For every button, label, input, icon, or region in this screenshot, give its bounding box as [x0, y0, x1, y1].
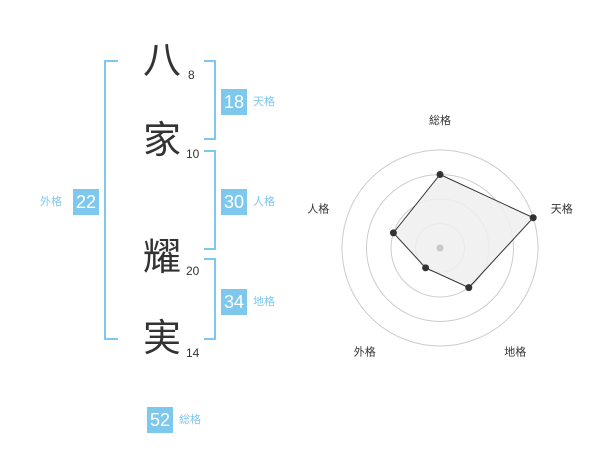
chikaku-badge: 34 — [221, 289, 247, 315]
jinkaku-badge: 30 — [221, 189, 247, 215]
radar-point — [529, 214, 537, 222]
radar-point — [389, 229, 397, 237]
radar-axis-label: 総格 — [429, 113, 451, 127]
gaikaku-label: 外格 — [40, 195, 62, 208]
radar-point — [436, 171, 444, 178]
radar-point — [422, 264, 430, 272]
radar-axis-label: 地格 — [504, 345, 526, 359]
radar-point — [465, 284, 473, 292]
radar-axis-label: 外格 — [354, 345, 376, 359]
stroke-count-3: 20 — [186, 264, 200, 278]
radar-center-dot — [436, 244, 444, 252]
gaikaku-badge: 22 — [73, 189, 99, 215]
stroke-count-2: 10 — [186, 147, 200, 161]
gaikaku-bracket — [104, 60, 118, 340]
tenkaku-label: 天格 — [253, 95, 275, 108]
tenkaku-badge: 18 — [221, 89, 247, 115]
chikaku-bracket — [204, 258, 216, 340]
radar-axis-label: 天格 — [551, 201, 573, 215]
jinkaku-bracket — [204, 150, 216, 250]
stroke-count-1: 8 — [188, 68, 195, 82]
radar-grid-ring-4 — [341, 149, 539, 347]
name-char-3: 耀 — [142, 235, 181, 279]
jinkaku-label: 人格 — [253, 195, 275, 208]
soukaku-label: 総格 — [179, 413, 201, 426]
tenkaku-bracket — [204, 60, 216, 140]
chikaku-label: 地格 — [253, 295, 275, 308]
radar-axis-label: 人格 — [307, 201, 329, 215]
name-char-2: 家 — [142, 118, 181, 162]
radar-area — [392, 173, 535, 289]
stroke-count-4: 14 — [186, 346, 200, 360]
radar-points — [389, 171, 537, 292]
soukaku-badge: 52 — [147, 407, 173, 433]
name-char-4: 実 — [142, 316, 181, 360]
name-char-1: 八 — [142, 38, 181, 82]
